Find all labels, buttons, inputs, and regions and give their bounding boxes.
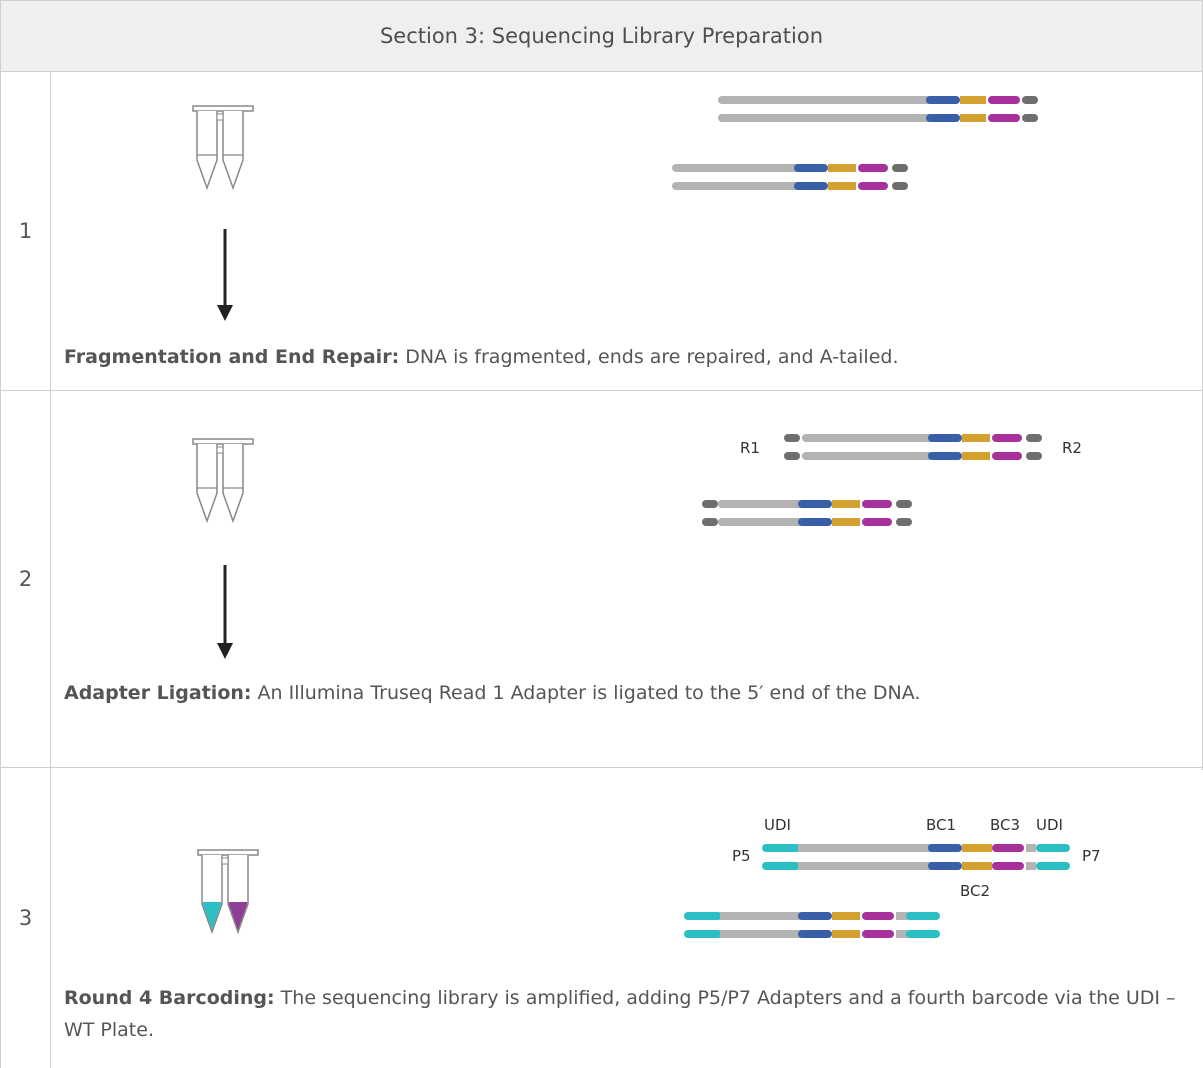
step-description: Round 4 Barcoding: The sequencing librar… (64, 982, 1184, 1046)
step-2-illustration: R1 R2 (192, 434, 1082, 659)
bc3-label: BC3 (990, 816, 1020, 834)
step-1-illustration (192, 96, 1038, 321)
r2-label: R2 (1062, 439, 1082, 457)
tube-pair-filled-icon (197, 849, 259, 935)
step-content: UDI BC1 BC3 UDI P5 P7 BC2 (50, 768, 1203, 1068)
bc1-label: BC1 (926, 816, 956, 834)
udi-left-label: UDI (764, 816, 791, 834)
step-content: R1 R2 (50, 391, 1203, 767)
step-title: Round 4 Barcoding: (64, 987, 275, 1009)
tube-pair-icon (192, 438, 254, 524)
step-row-3: 3 UDI BC1 BC3 UDI P5 P7 BC2 (0, 768, 1203, 1068)
section-header: Section 3: Sequencing Library Preparatio… (0, 0, 1203, 72)
step-text: An Illumina Truseq Read 1 Adapter is lig… (251, 682, 921, 704)
down-arrow-icon (217, 565, 233, 659)
step-title: Adapter Ligation: (64, 682, 252, 704)
step-row-1: 1 (0, 71, 1203, 390)
step-number: 3 (0, 768, 51, 1068)
step-content: Fragmentation and End Repair: DNA is fra… (50, 71, 1203, 390)
step-text: The sequencing library is amplified, add… (64, 987, 1176, 1041)
step-description: Adapter Ligation: An Illumina Truseq Rea… (64, 677, 1184, 709)
udi-right-label: UDI (1036, 816, 1063, 834)
dna-library-long (762, 844, 1070, 870)
step-title: Fragmentation and End Repair: (64, 346, 400, 368)
step-text: DNA is fragmented, ends are repaired, an… (399, 346, 899, 368)
tube-pair-icon (192, 105, 254, 191)
down-arrow-icon (217, 229, 233, 321)
step-description: Fragmentation and End Repair: DNA is fra… (64, 341, 1184, 373)
step-row-2: 2 R1 R2 (0, 391, 1203, 767)
r1-label: R1 (740, 439, 760, 457)
step-3-illustration: UDI BC1 BC3 UDI P5 P7 BC2 (197, 816, 1101, 938)
dna-fragment-long (718, 96, 1038, 122)
section-title: Section 3: Sequencing Library Preparatio… (379, 24, 824, 48)
p5-label: P5 (732, 847, 751, 865)
p7-label: P7 (1082, 847, 1101, 865)
dna-fragment-short (672, 164, 908, 190)
bc2-label: BC2 (960, 882, 990, 900)
step-number: 2 (0, 391, 51, 767)
dna-library-short (684, 912, 940, 938)
dna-fragment-short (702, 500, 912, 526)
dna-fragment-long (784, 434, 1042, 460)
step-number: 1 (0, 71, 51, 390)
